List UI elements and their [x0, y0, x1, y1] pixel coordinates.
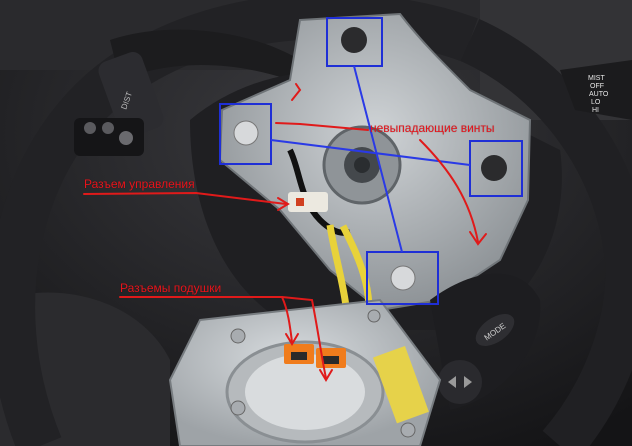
airbag-module-studs	[230, 309, 416, 438]
headlight-stalk-labels: MIST OFF AUTO LO HI	[588, 75, 609, 114]
hub-bolt	[354, 157, 370, 173]
airbag-connector-latch	[323, 356, 339, 364]
headlight-stalk	[560, 60, 632, 120]
leader-top-bottom	[353, 65, 403, 253]
mode-button	[475, 314, 515, 346]
stud	[230, 328, 246, 344]
arrowhead-control-connector	[277, 197, 290, 211]
leader-control-connector	[83, 191, 287, 205]
dash-switch	[102, 122, 114, 134]
arrowhead-airbag-connector-1	[285, 333, 299, 346]
leader-screws-left	[275, 122, 301, 125]
highlight-box-right	[469, 140, 523, 197]
stud	[230, 400, 246, 416]
screw-left	[233, 120, 259, 146]
leader-screws-to-label	[299, 123, 369, 131]
audio-control-pad	[438, 360, 482, 404]
stalk-label-lo: LO	[591, 99, 601, 106]
stud	[367, 309, 381, 323]
highlight-box-left	[219, 103, 272, 165]
annotation-airbag-connectors: Разъемы подушки	[120, 281, 222, 295]
control-connector	[288, 192, 328, 212]
airbag-inflator-inner	[245, 354, 365, 430]
leader-left-right	[270, 139, 471, 166]
stud	[400, 422, 416, 438]
screw-bottom	[390, 265, 416, 291]
airbag-connector-latch	[291, 352, 307, 360]
stalk-label-hi: HI	[592, 107, 599, 114]
control-wire-harness	[287, 148, 351, 236]
steering-wheel-rim-right	[460, 18, 632, 446]
dash-switch	[84, 122, 96, 134]
wiper-stalk	[110, 29, 300, 80]
airbag-warning-sticker	[372, 345, 429, 424]
screw-top	[341, 27, 367, 53]
control-connector-pin	[296, 198, 304, 206]
highlight-box-bottom	[366, 251, 439, 305]
annotation-control-connector: Разъем управления	[84, 177, 195, 191]
arrowhead-screws-right	[469, 231, 487, 246]
screw-right	[481, 155, 507, 181]
red-leader-lines	[83, 83, 487, 382]
rewind-icon	[448, 376, 456, 388]
stalk-label-mist: MIST	[588, 75, 605, 82]
leader-screws-top	[291, 83, 302, 101]
stalk-label-off: OFF	[590, 83, 604, 90]
blue-leader-lines	[270, 65, 471, 253]
annotation-captive-screws: невыпадающие винты	[370, 121, 495, 135]
forward-icon	[464, 376, 472, 388]
leader-screws-right	[419, 139, 479, 243]
arrowhead-airbag-connector-2	[319, 369, 333, 382]
dash-switch	[119, 131, 133, 145]
stalk-label-auto: AUTO	[589, 91, 609, 98]
dist-button-housing	[98, 52, 164, 138]
leader-airbag-connector-2	[281, 296, 327, 379]
